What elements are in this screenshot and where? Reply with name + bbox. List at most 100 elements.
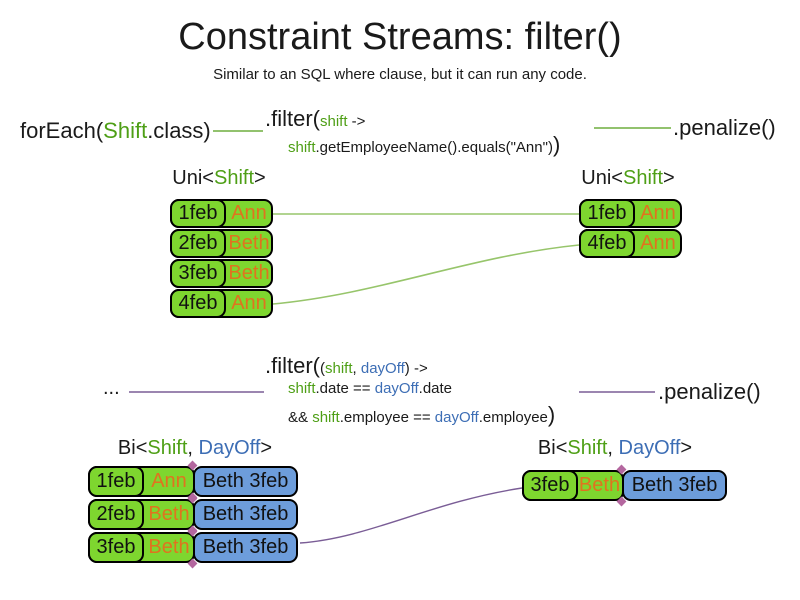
lambda-var-shift: shift [312,408,340,426]
shift-employee: Beth [578,474,621,496]
filter-expression-2: .filter((shift, dayOff) -> shift.date ==… [265,353,555,428]
shift-date-chip: 2feb [170,229,226,258]
lambda-arrow: -> [347,113,366,130]
dayoff-text: Beth 3feb [202,536,289,558]
shift-date-chip: 1feb [579,199,635,228]
filter2-line1: .filter((shift, dayOff) -> [265,353,555,379]
type-shift: Shift [213,167,255,189]
label-text: Uni< [581,167,623,189]
bi-label-left: Bi<Shift, DayOff> [90,437,300,460]
dayoff-card: Beth 3feb [193,499,298,530]
shift-date-chip: 4feb [579,229,635,258]
lambda-arrow: -> [409,360,428,377]
lambda-var: shift [288,139,316,157]
shift-employee: Beth [148,536,190,558]
code-text: .getEmployeeName().equals("Ann") [315,139,553,157]
dayoff-card: Beth 3feb [193,532,298,563]
type-dayoff: DayOff [618,437,681,459]
code-text: .filter( [265,353,320,378]
page-subtitle: Similar to an SQL where clause, but it c… [213,66,587,83]
shift-employee: Ann [231,202,267,224]
filter1-line1: .filter(shift -> [265,106,560,132]
shift-employee: Ann [231,292,267,314]
label-text: , [607,437,619,459]
code-text: ( [320,360,325,377]
label-text: > [663,167,675,189]
code-text: .date == [315,380,375,398]
shift-date-chip: 2feb [88,499,144,530]
shift-employee: Beth [148,503,190,525]
penalize-expression-2: .penalize() [658,379,761,404]
lambda-param: shift [320,113,348,130]
lambda-param-shift: shift [325,360,353,377]
shift-employee: Ann [640,232,676,254]
code-text: .date [418,380,453,398]
label-text: Uni< [172,167,214,189]
code-text: forEach( [20,118,104,143]
shift-date-chip: 4feb [170,289,226,318]
foreach-expression: forEach(Shift.class) [20,118,211,144]
lambda-var-dayoff: dayOff [374,380,419,398]
page-title: Constraint Streams: filter() [178,16,622,58]
code-text: .class) [147,118,211,143]
type-shift: Shift [147,437,188,459]
code-text: .employee [478,408,548,426]
shift-card: 1feb Ann [88,466,195,497]
uni-shift-label-right: Uni<Shift> [553,167,703,190]
uni-shift-label-left: Uni<Shift> [144,167,294,190]
close-paren: ) [552,132,561,158]
filter1-line2: shift.getEmployeeName().equals("Ann")) [265,132,560,158]
shift-employee: Beth [228,262,270,284]
filter2-line2: shift.date == dayOff.date [265,379,555,398]
type-shift: Shift [622,167,664,189]
stream-source-ellipsis: ... [103,377,120,399]
shift-date-chip: 1feb [170,199,226,228]
shift-employee: Ann [151,470,187,492]
code-text: .employee == [339,408,435,426]
label-text: > [254,167,266,189]
label-text: > [680,437,693,459]
code-text: && [288,408,313,426]
label-text: > [260,437,273,459]
connector-bi-tuple [299,487,523,544]
dayoff-text: Beth 3feb [202,503,289,525]
penalize-expression-1: .penalize() [673,115,776,140]
bi-label-right: Bi<Shift, DayOff> [510,437,720,460]
dayoff-card: Beth 3feb [622,470,727,501]
label-text: Bi< [537,437,568,459]
filter2-line3: && shift.employee == dayOff.employee) [265,402,555,428]
shift-date-chip: 1feb [88,466,144,497]
shift-date-chip: 3feb [170,259,226,288]
lambda-var-dayoff: dayOff [434,408,479,426]
dayoff-text: Beth 3feb [631,474,718,496]
shift-employee: Beth [228,232,270,254]
filter-expression-1: .filter(shift -> shift.getEmployeeName()… [265,106,560,159]
close-paren: ) [547,401,556,427]
lambda-param-dayoff: dayOff [360,360,405,377]
label-text: , [187,437,199,459]
shift-date-chip: 3feb [88,532,144,563]
type-dayoff: DayOff [198,437,261,459]
lambda-var-shift: shift [288,380,316,398]
class-name: Shift [103,118,148,143]
label-text: Bi< [117,437,148,459]
code-text: , [352,360,361,377]
code-text: .filter( [265,106,320,131]
